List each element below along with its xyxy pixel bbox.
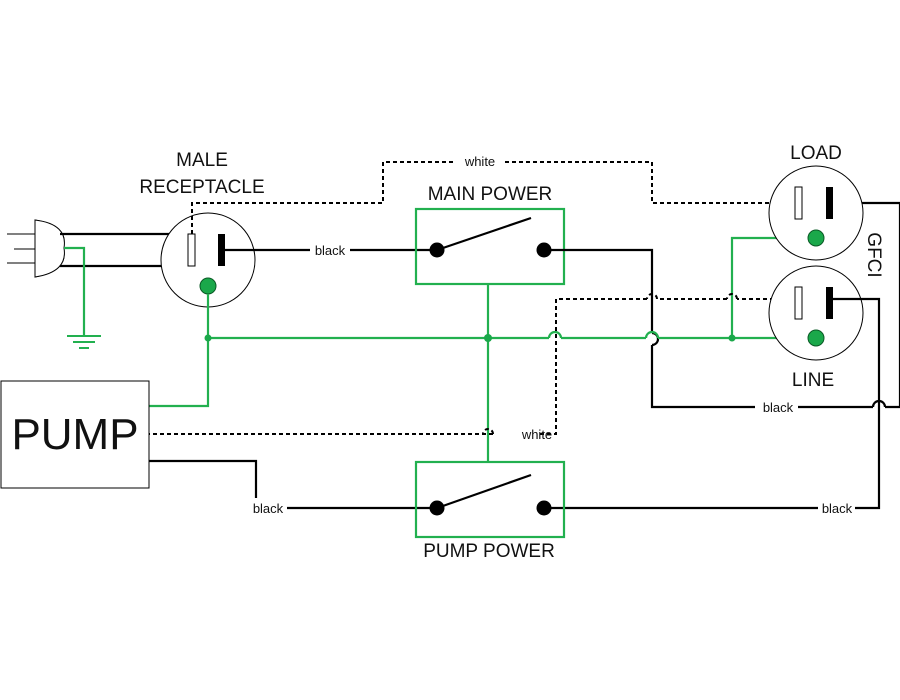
wire-label-black-gfci-line: black bbox=[763, 400, 794, 415]
black-wire-main-down bbox=[650, 345, 755, 409]
wire-label-black-receptacle: black bbox=[315, 243, 346, 258]
black-wire-load-hot bbox=[835, 201, 900, 409]
hot-slot bbox=[218, 234, 225, 266]
main-power-terminal-in bbox=[429, 242, 445, 258]
earth-ground-icon bbox=[67, 335, 101, 349]
ground-hop-1 bbox=[547, 330, 563, 339]
wire-label-black-pump: black bbox=[253, 501, 284, 516]
main-power-lever bbox=[439, 216, 532, 251]
line-outline bbox=[768, 265, 864, 361]
pump-power-switch[interactable] bbox=[414, 460, 566, 539]
wire-label-white-pump: white bbox=[521, 427, 552, 442]
pump-box bbox=[0, 380, 150, 489]
gfci-load-receptacle bbox=[768, 165, 864, 261]
plug bbox=[7, 219, 65, 278]
pump-power-terminal-in bbox=[429, 500, 445, 516]
male-receptacle-label-2: RECEPTACLE bbox=[139, 177, 264, 198]
pump-power-lever bbox=[439, 473, 532, 509]
junction-dot bbox=[204, 334, 212, 342]
junction-dot bbox=[484, 334, 492, 342]
ground-pump-wire bbox=[149, 338, 210, 408]
male-receptacle bbox=[160, 212, 256, 308]
pump-label: PUMP bbox=[11, 410, 138, 459]
main-power-terminal-out bbox=[536, 242, 552, 258]
line-ground-pin bbox=[807, 329, 825, 347]
white-hop-2 bbox=[646, 293, 658, 300]
pump-power-box bbox=[414, 460, 566, 539]
white-wire-line-c bbox=[540, 298, 647, 435]
load-ground-pin bbox=[807, 229, 825, 247]
plug-ground-wire bbox=[64, 246, 86, 336]
gfci-load-label: LOAD bbox=[790, 143, 842, 164]
gfci-line-receptacle bbox=[768, 265, 864, 361]
white-hop-1 bbox=[726, 293, 738, 300]
pump-power-label: PUMP POWER bbox=[423, 541, 555, 562]
junction-dot bbox=[728, 334, 736, 342]
main-power-label: MAIN POWER bbox=[428, 184, 553, 205]
pump-power-terminal-out bbox=[536, 500, 552, 516]
black-wire-main-out bbox=[551, 248, 654, 333]
load-neutral-slot bbox=[794, 186, 803, 220]
male-receptacle-label-1: MALE bbox=[176, 150, 228, 171]
neutral-slot bbox=[187, 233, 196, 267]
plug-cap bbox=[34, 219, 65, 278]
white-hop-3 bbox=[482, 428, 494, 435]
gfci-line-label: LINE bbox=[792, 370, 834, 391]
ground-hop-2 bbox=[644, 330, 660, 339]
wire-label-white-top: white bbox=[464, 154, 495, 169]
line-hot-slot bbox=[826, 287, 833, 319]
wire-label-black-pump-return: black bbox=[822, 501, 853, 516]
main-power-switch[interactable] bbox=[414, 207, 566, 286]
load-hot-slot bbox=[826, 187, 833, 219]
white-wire-top-left bbox=[191, 161, 455, 234]
ground-pin bbox=[199, 277, 217, 295]
black-wire-line-hot bbox=[833, 297, 881, 510]
pump: PUMP bbox=[0, 380, 150, 489]
white-wire-top-right bbox=[505, 161, 795, 204]
line-neutral-slot bbox=[794, 286, 803, 320]
load-outline bbox=[768, 165, 864, 261]
gfci-label: GFCI bbox=[863, 232, 884, 277]
main-power-box bbox=[414, 207, 566, 286]
black-wire-pump-a bbox=[149, 459, 258, 498]
